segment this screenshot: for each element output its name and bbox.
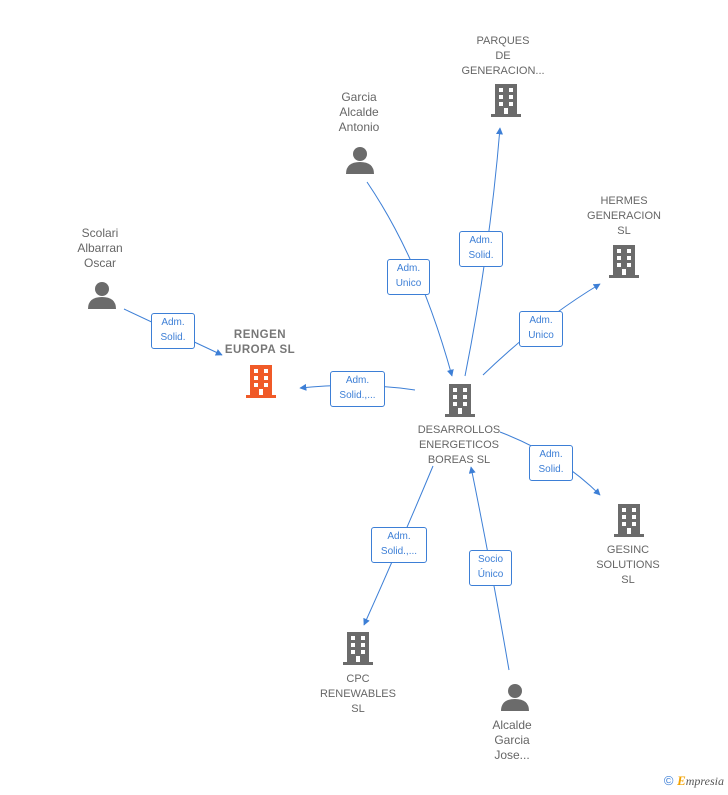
edge-label-alcalde-desarrollos[interactable]: Socio Único (469, 550, 512, 586)
node-label-parques[interactable]: PARQUES DE GENERACION... (461, 35, 545, 77)
node-label-gesinc[interactable]: GESINC SOLUTIONS SL (596, 544, 660, 586)
edge-label-desarrollos-hermes[interactable]: Adm. Unico (519, 311, 563, 347)
building-icon[interactable] (609, 245, 639, 278)
person-icon[interactable] (501, 684, 529, 711)
edge-label-desarrollos-cpc[interactable]: Adm. Solid.,... (371, 527, 427, 563)
footer-brand: © Empresia (664, 773, 724, 789)
node-label-hermes[interactable]: HERMES GENERACION SL (587, 195, 661, 237)
building-icon[interactable] (614, 504, 644, 537)
brand-name: mpresia (685, 774, 724, 788)
building-icon[interactable] (445, 384, 475, 417)
brand-logo-letter: E (677, 773, 686, 788)
building-icon-focus[interactable] (246, 365, 276, 398)
person-icon[interactable] (88, 282, 116, 309)
node-label-scolari[interactable]: Scolari Albarran Oscar (77, 226, 123, 270)
node-label-garcia[interactable]: Garcia Alcalde Antonio (338, 90, 380, 134)
copyright-icon: © (663, 773, 674, 788)
building-icon[interactable] (343, 632, 373, 665)
building-icon[interactable] (491, 84, 521, 117)
node-label-rengen[interactable]: RENGEN EUROPA SL (224, 329, 296, 356)
edge-label-scolari-rengen[interactable]: Adm. Solid. (151, 313, 195, 349)
edge-label-desarrollos-parques[interactable]: Adm. Solid. (459, 231, 503, 267)
node-label-alcalde[interactable]: Alcalde Garcia Jose... (492, 718, 532, 762)
edge-label-desarrollos-gesinc[interactable]: Adm. Solid. (529, 445, 573, 481)
person-icon[interactable] (346, 147, 374, 174)
edge-label-desarrollos-rengen[interactable]: Adm. Solid.,... (330, 371, 385, 407)
edge-label-garcia-desarrollos[interactable]: Adm. Unico (387, 259, 430, 295)
node-label-desarrollos[interactable]: DESARROLLOS ENERGETICOS BOREAS SL (417, 424, 501, 466)
node-label-cpc[interactable]: CPC RENEWABLES SL (319, 673, 396, 715)
